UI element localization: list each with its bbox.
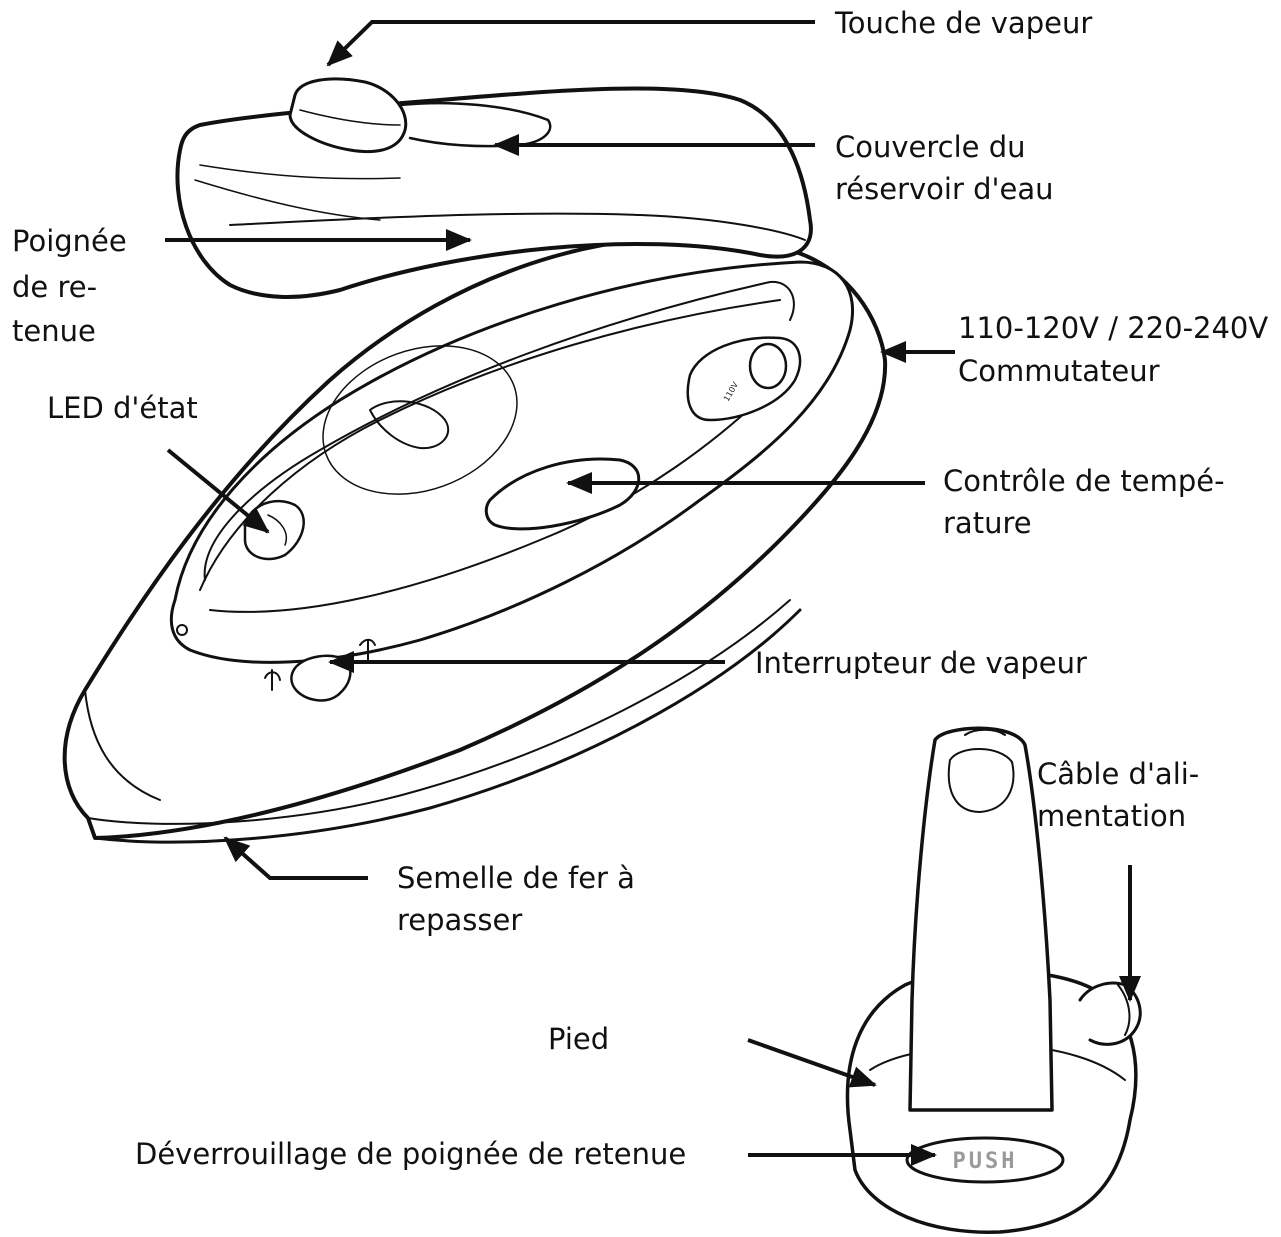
label-status-led: LED d'état xyxy=(47,391,198,425)
voltage-knob xyxy=(748,342,788,390)
stand-post xyxy=(908,726,1054,1112)
label-power-cable-line1: Câble d'ali- xyxy=(1037,757,1200,791)
label-retaining-handle-line3: tenue xyxy=(12,314,96,348)
tank-lid-shape xyxy=(398,101,552,148)
label-handle-release: Déverrouillage de poignée de retenue xyxy=(135,1137,687,1171)
arrow-status-led xyxy=(166,448,270,534)
stand-illustration: PUSH xyxy=(845,726,1142,1234)
label-water-tank-lid-line2: réservoir d'eau xyxy=(835,172,1054,206)
arrow-steam-button xyxy=(326,20,815,67)
label-temperature-control-line1: Contrôle de tempé- xyxy=(943,464,1225,498)
label-voltage-switch-line1: 110-120V / 220-240V xyxy=(958,311,1269,345)
label-retaining-handle-line1: Poignée xyxy=(12,224,127,258)
arrow-foot xyxy=(747,1038,877,1088)
leader-arrows xyxy=(165,20,1141,1166)
steam-button-shape xyxy=(288,77,408,154)
label-voltage-switch-line2: Commutateur xyxy=(958,354,1160,388)
push-button-text: PUSH xyxy=(953,1149,1018,1174)
label-water-tank-lid-line1: Couvercle du xyxy=(835,130,1026,164)
label-foot: Pied xyxy=(548,1022,610,1056)
arrow-soleplate xyxy=(223,836,368,880)
label-soleplate-line2: repasser xyxy=(397,903,523,937)
label-power-cable-line2: mentation xyxy=(1037,799,1187,833)
label-soleplate-line1: Semelle de fer à xyxy=(397,861,635,895)
label-temperature-control-line2: rature xyxy=(943,506,1032,540)
label-retaining-handle-line2: de re- xyxy=(12,270,98,304)
iron-illustration: 110V xyxy=(62,77,888,844)
push-button-shape xyxy=(905,1136,1065,1184)
temperature-dial-shape xyxy=(484,457,641,531)
iron-body-shell xyxy=(169,260,855,664)
label-steam-button: Touche de vapeur xyxy=(835,6,1093,40)
label-steam-switch: Interrupteur de vapeur xyxy=(755,646,1087,680)
